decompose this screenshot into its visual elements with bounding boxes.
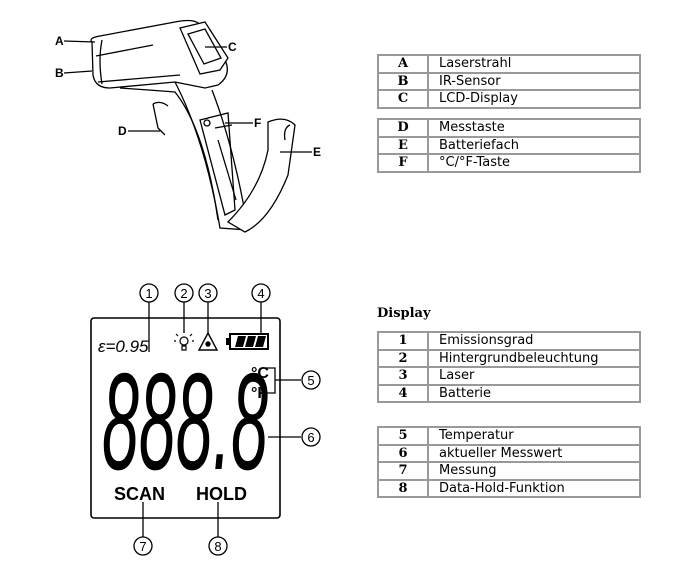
row-key: 4 xyxy=(377,383,429,403)
row-key: 2 xyxy=(377,348,429,368)
row-key: 7 xyxy=(377,461,429,481)
row-key: D xyxy=(377,118,429,138)
row-key: E xyxy=(377,135,429,155)
row-label: Laserstrahl xyxy=(427,54,641,74)
callout-circle xyxy=(174,283,194,303)
row-label: Messung xyxy=(427,461,641,481)
row-label: Messtaste xyxy=(427,118,641,138)
row-label: Laser xyxy=(427,366,641,386)
row-label: Batteriefach xyxy=(427,135,641,155)
callout-number: 8 xyxy=(214,539,221,554)
callout-circle xyxy=(251,283,271,303)
lcd-frame xyxy=(90,317,281,519)
row-label: LCD-Display xyxy=(427,89,641,109)
row-key: A xyxy=(377,54,429,74)
row-key: 6 xyxy=(377,443,429,463)
row-label: Data-Hold-Funktion xyxy=(427,478,641,498)
callout-number: 1 xyxy=(145,286,152,301)
callout-circle xyxy=(139,283,159,303)
callout-number: 3 xyxy=(204,286,211,301)
row-label: Hintergrundbeleuchtung xyxy=(427,348,641,368)
scan-label: SCAN xyxy=(114,484,165,504)
callout-number: 2 xyxy=(180,286,187,301)
thermometer-drawing: A B C D E F xyxy=(55,19,321,233)
callout-number: 6 xyxy=(307,430,314,445)
callout-circle xyxy=(133,536,153,556)
row-label: Batterie xyxy=(427,383,641,403)
laser-icon xyxy=(197,331,219,351)
label-e: E xyxy=(313,145,321,159)
row-label: aktueller Messwert xyxy=(427,443,641,463)
row-key: 5 xyxy=(377,426,429,446)
row-key: B xyxy=(377,71,429,91)
callout-circle xyxy=(198,283,218,303)
table-row: F°C/°F-Taste xyxy=(377,153,641,173)
battery-icon xyxy=(226,333,269,350)
row-key: C xyxy=(377,89,429,109)
label-b: B xyxy=(55,66,64,80)
row-label: °C/°F-Taste xyxy=(427,153,641,173)
unit-fahrenheit: °F xyxy=(251,385,267,402)
row-label: IR-Sensor xyxy=(427,71,641,91)
callout-number: 5 xyxy=(307,373,314,388)
label-a: A xyxy=(55,34,64,48)
row-label: Temperatur xyxy=(427,426,641,446)
label-f: F xyxy=(254,116,261,130)
row-label: Emissionsgrad xyxy=(427,331,641,351)
callout-number: 7 xyxy=(139,539,146,554)
emissivity-value: ε=0.95 xyxy=(98,337,149,356)
hold-label: HOLD xyxy=(196,484,247,504)
label-c: C xyxy=(228,40,237,54)
lcd-diagram: ε=0.95 °C °F 888.8 SCAN HOLD 1 2 3 4 5 6 7 8 xyxy=(90,283,321,556)
display-heading: Display xyxy=(377,306,431,321)
row-key: 1 xyxy=(377,331,429,351)
callout-circle xyxy=(301,370,321,390)
row-key: 3 xyxy=(377,366,429,386)
row-key: F xyxy=(377,153,429,173)
callout-number: 4 xyxy=(257,286,264,301)
reading-value: 888.8 xyxy=(102,345,268,499)
row-key: 8 xyxy=(377,478,429,498)
callout-circle xyxy=(301,427,321,447)
label-d: D xyxy=(118,124,127,138)
callout-circle xyxy=(208,536,228,556)
unit-celsius: °C xyxy=(251,365,269,382)
